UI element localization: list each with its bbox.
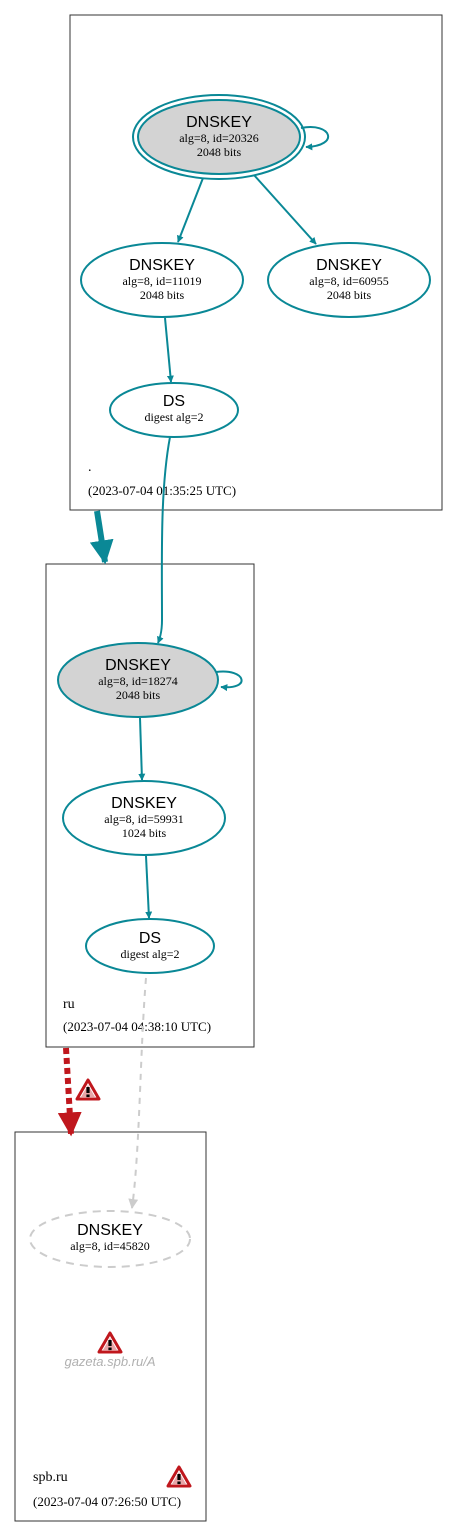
- warning-triangle-icon: [97, 1331, 123, 1354]
- warning-triangle-icon: [166, 1465, 192, 1488]
- node-line2: 2048 bits: [327, 288, 372, 302]
- edge-root-zsk1-ds: [164, 317, 174, 383]
- edge-root-ksk-zsk1: [177, 177, 204, 243]
- node-line1: alg=8, id=60955: [309, 274, 389, 288]
- edges: [57, 126, 329, 1209]
- node-title: DS: [139, 930, 161, 947]
- zone-root-name: .: [88, 460, 92, 475]
- node-title: DNSKEY: [129, 257, 195, 274]
- zone-spb-name: spb.ru: [33, 1470, 68, 1485]
- edge-root-ds-ru-ksk: [157, 436, 171, 644]
- node-title: DNSKEY: [316, 257, 382, 274]
- zone-ru-name: ru: [63, 997, 75, 1012]
- node-line1: alg=8, id=18274: [98, 674, 178, 688]
- node-ru-ds: DS digest alg=2: [85, 918, 215, 974]
- zone-spb: spb.ru (2023-07-04 07:26:50 UTC): [14, 1131, 207, 1522]
- node-ru-zsk: DNSKEY alg=8, id=59931 1024 bits: [62, 780, 226, 856]
- node-spb-key: DNSKEY alg=8, id=45820: [29, 1210, 191, 1268]
- edge-root-ksk-self: [300, 126, 329, 151]
- rrset-label: gazeta.spb.ru/A: [64, 1354, 155, 1369]
- node-root-zsk1: DNSKEY alg=8, id=11019 2048 bits: [80, 242, 244, 318]
- node-line2: 2048 bits: [116, 688, 161, 702]
- zone-root: . (2023-07-04 01:35:25 UTC): [69, 14, 443, 511]
- node-line1: alg=8, id=45820: [70, 1239, 150, 1253]
- node-ru-ksk: DNSKEY alg=8, id=18274 2048 bits: [57, 642, 219, 718]
- node-line2: 1024 bits: [122, 826, 167, 840]
- node-line2: 2048 bits: [197, 145, 242, 159]
- node-root-ds: DS digest alg=2: [109, 382, 239, 438]
- warning-triangle-icon: [75, 1078, 101, 1101]
- zone-ru-timestamp: (2023-07-04 04:38:10 UTC): [63, 1019, 211, 1034]
- node-line1: alg=8, id=11019: [122, 274, 201, 288]
- rrset-node: gazeta.spb.ru/A: [64, 1331, 156, 1369]
- node-root-ksk: DNSKEY alg=8, id=20326 2048 bits: [132, 94, 306, 180]
- node-line1: digest alg=2: [144, 410, 203, 424]
- zone-spb-timestamp: (2023-07-04 07:26:50 UTC): [33, 1494, 181, 1509]
- node-line2: 2048 bits: [140, 288, 185, 302]
- node-title: DNSKEY: [186, 114, 252, 131]
- node-title: DNSKEY: [77, 1222, 143, 1239]
- node-line1: alg=8, id=20326: [179, 131, 259, 145]
- node-title: DNSKEY: [111, 795, 177, 812]
- edge-ru-ksk-self: [215, 670, 243, 692]
- node-title: DNSKEY: [105, 657, 171, 674]
- edge-ru-ksk-zsk: [138, 717, 146, 781]
- edge-delegation-ru-spb: [57, 1047, 82, 1137]
- node-root-zsk2: DNSKEY alg=8, id=60955 2048 bits: [267, 242, 431, 318]
- node-title: DS: [163, 393, 185, 410]
- edge-ru-zsk-ds: [145, 855, 153, 919]
- node-line1: alg=8, id=59931: [104, 812, 184, 826]
- zone-ru: ru (2023-07-04 04:38:10 UTC): [45, 563, 255, 1048]
- node-line1: digest alg=2: [120, 947, 179, 961]
- edge-ru-ds-spb-key: [128, 977, 147, 1209]
- edge-root-ksk-zsk2: [253, 174, 317, 245]
- zone-root-timestamp: (2023-07-04 01:35:25 UTC): [88, 483, 236, 498]
- edge-delegation-root-ru: [89, 510, 114, 565]
